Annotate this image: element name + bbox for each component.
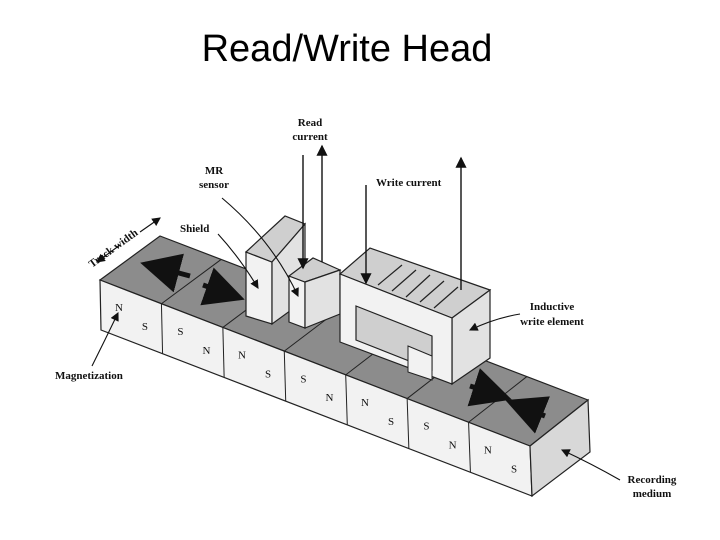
cell-divider: [345, 374, 348, 425]
pole-label: N: [203, 345, 211, 357]
pole-label: S: [265, 369, 271, 381]
top-cell-divider: [161, 259, 222, 305]
shield-label: Shield: [180, 223, 209, 235]
pole-labels: N S S N N S S N N S S N N S: [115, 302, 517, 475]
write-current-label: Write current: [376, 177, 442, 189]
coil-line-1: [377, 264, 403, 286]
current-wires: [297, 144, 467, 290]
cell-divider: [283, 351, 287, 402]
magnetization-arrow-3: [467, 368, 512, 407]
cell-divider: [160, 303, 164, 354]
inductive-label-2: write element: [520, 316, 584, 328]
magnetization-arrow-1: [140, 253, 191, 293]
cell-divider: [468, 422, 471, 473]
pole-label: N: [326, 392, 334, 404]
recording-label-1: Recording: [628, 474, 677, 486]
track-width-arrow-b: [139, 217, 161, 233]
pole-label: S: [388, 416, 394, 428]
medium-end-face: [529, 398, 591, 498]
pole-label: S: [423, 421, 429, 433]
pole-label: N: [484, 444, 492, 456]
track-width-arrow-a: [96, 244, 121, 263]
cell-divider: [406, 398, 410, 449]
callout-lines: [91, 197, 621, 481]
pole-label: N: [449, 440, 457, 452]
shield-callout: [217, 233, 259, 289]
shield-front: [245, 251, 273, 325]
cell-divider: [222, 327, 225, 378]
slide-title: Read/Write Head: [201, 28, 493, 70]
pole-label: S: [142, 321, 148, 333]
coil-line-4: [419, 280, 445, 303]
recording-label-2: medium: [633, 488, 672, 500]
pole-label: S: [177, 326, 183, 338]
coil-line-5: [433, 286, 459, 309]
inductive-label-1: Inductive: [530, 301, 575, 313]
magnetization-arrow-2: [200, 267, 245, 306]
pole-label: N: [115, 302, 123, 314]
cell-dividers: [160, 303, 471, 473]
coil-line-3: [405, 274, 431, 298]
magnetization-arrows: [140, 253, 550, 434]
magnetization-arrow-4: [505, 396, 550, 434]
read-current-label-2: current: [292, 131, 328, 143]
pole-label: S: [300, 373, 306, 385]
recording-callout: [561, 449, 621, 481]
magnetization-label: Magnetization: [55, 370, 123, 382]
write-gap-inner: [407, 345, 433, 381]
read-current-label-1: Read: [298, 117, 322, 129]
pole-label: S: [511, 463, 517, 475]
inductive-write-element: [338, 247, 492, 386]
inductive-callout: [469, 313, 521, 331]
mr-sensor-callout: [221, 197, 299, 297]
pole-label: N: [361, 397, 369, 409]
magnetization-callout: [91, 312, 119, 367]
coil-line-2: [391, 269, 417, 292]
pole-label: N: [238, 350, 246, 362]
mr-sensor-label-1: MR: [205, 165, 224, 177]
mr-sensor-label-2: sensor: [199, 179, 229, 191]
